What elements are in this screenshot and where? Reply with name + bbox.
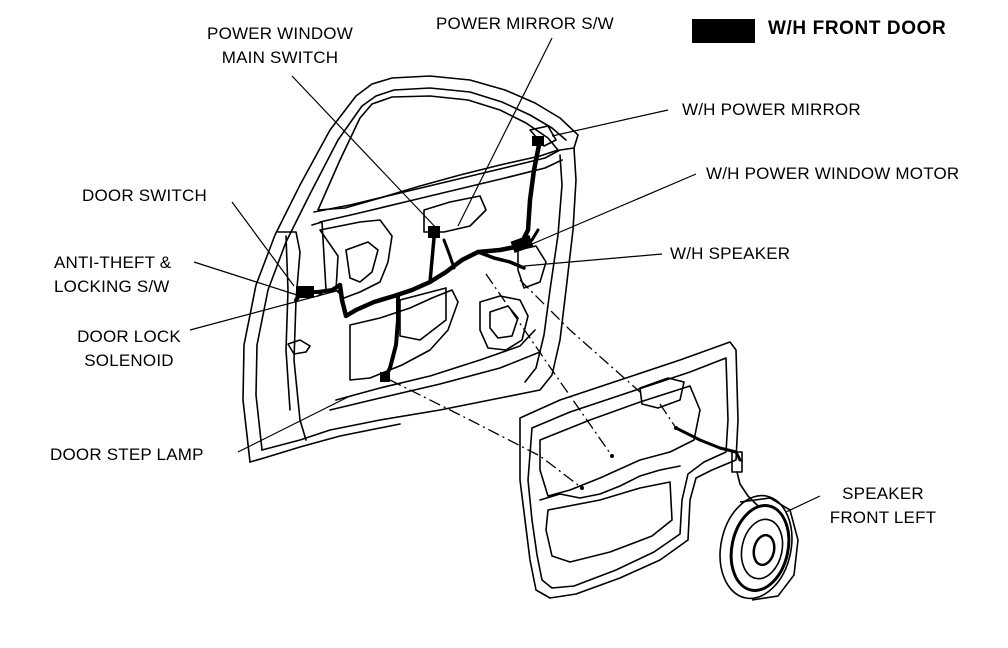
label-power-window-main-switch-line2: MAIN SWITCH (221, 48, 339, 67)
label-power-window-main-switch: POWER WINDOW MAIN SWITCH (194, 22, 366, 70)
label-speaker-line2: FRONT LEFT (829, 508, 937, 527)
label-speaker-line1: SPEAKER (842, 484, 924, 503)
label-door-lock-line1: DOOR LOCK (77, 327, 181, 346)
label-power-window-main-switch-line1: POWER WINDOW (207, 24, 353, 43)
leader-lines (189, 37, 821, 513)
door-shell (242, 75, 579, 463)
legend-title: W/H FRONT DOOR (768, 18, 947, 39)
label-anti-theft-locking-sw: ANTI-THEFT & LOCKING S/W (54, 251, 171, 299)
label-door-switch: DOOR SWITCH (82, 186, 207, 205)
label-anti-theft-line2: LOCKING S/W (54, 277, 170, 296)
label-door-lock-solenoid: DOOR LOCK SOLENOID (64, 325, 194, 373)
label-power-mirror-sw: POWER MIRROR S/W (436, 14, 614, 33)
assembly-lines (389, 273, 677, 489)
wiring-harness (294, 136, 544, 382)
speaker-front-left-illustration (719, 494, 799, 601)
label-wh-speaker: W/H SPEAKER (670, 244, 791, 263)
label-speaker-front-left: SPEAKER FRONT LEFT (818, 482, 948, 530)
label-door-step-lamp: DOOR STEP LAMP (50, 445, 204, 464)
legend-swatch (692, 19, 755, 43)
label-wh-power-mirror: W/H POWER MIRROR (682, 100, 861, 119)
label-wh-power-window-motor: W/H POWER WINDOW MOTOR (706, 164, 960, 183)
speaker-cable (674, 426, 759, 507)
label-door-lock-line2: SOLENOID (84, 351, 174, 370)
door-trim-panel (519, 341, 739, 599)
assembly-markers (580, 426, 678, 490)
label-anti-theft-line1: ANTI-THEFT & (54, 253, 172, 272)
